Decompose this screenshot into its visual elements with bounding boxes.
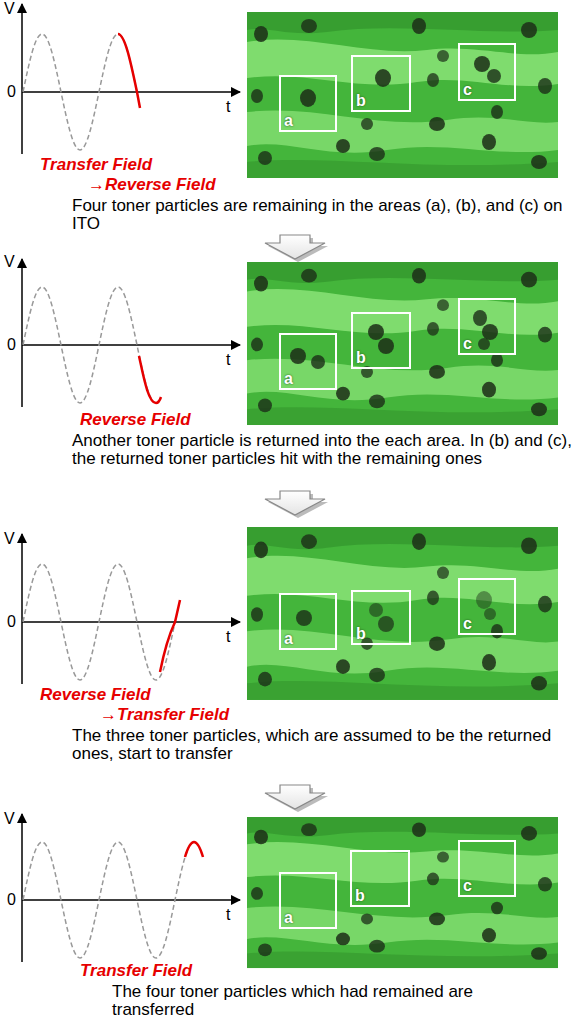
area-letter: b (356, 625, 366, 642)
area-box: a (279, 75, 337, 132)
area-letter: b (355, 887, 365, 904)
area-box: c (458, 298, 516, 355)
area-box: a (279, 333, 337, 390)
area-box: b (350, 850, 410, 907)
axis-label: t (226, 351, 230, 369)
area-box: c (458, 43, 516, 101)
axis-label: 0 (7, 613, 16, 631)
area-box: c (458, 578, 516, 635)
waveform-plot (22, 534, 240, 684)
area-letter: b (356, 349, 366, 366)
area-letter: a (284, 112, 293, 129)
area-letter: c (463, 877, 472, 894)
axis-label: 0 (7, 336, 16, 354)
micrograph (247, 527, 558, 700)
caption: Another toner particle is returned into … (72, 432, 572, 468)
axis-label: V (4, 253, 15, 271)
axis-label: 0 (7, 891, 16, 909)
area-box: b (351, 312, 411, 369)
axis-label: V (4, 0, 15, 18)
axis-label: t (226, 906, 230, 924)
toner-particles (296, 591, 496, 632)
micrograph (247, 262, 558, 425)
caption: The four toner particles which had remai… (112, 983, 552, 1019)
axis-label: t (226, 98, 230, 116)
axis-label: V (4, 530, 15, 548)
step-arrow (265, 785, 328, 812)
axis-label: V (4, 810, 15, 828)
area-letter: c (463, 81, 472, 98)
area-letter: a (284, 370, 293, 387)
axis-label: t (226, 628, 230, 646)
area-box: a (279, 593, 337, 650)
area-letter: c (463, 615, 472, 632)
field-label: Transfer Field (80, 961, 192, 980)
area-letter: a (284, 909, 293, 926)
waveform-plot (22, 259, 240, 407)
micrograph (247, 12, 558, 178)
field-label: Reverse Field (40, 685, 151, 704)
caption: Four toner particles are remaining in th… (72, 197, 572, 233)
area-box: b (351, 55, 411, 112)
axis-label: 0 (7, 83, 16, 101)
area-letter: a (284, 630, 293, 647)
field-label: →Reverse Field (88, 175, 216, 194)
waveform-plot (22, 814, 240, 962)
field-label: →Transfer Field (100, 705, 229, 724)
step-arrow (265, 235, 328, 262)
caption: The three toner particles, which are ass… (72, 727, 572, 763)
area-letter: c (463, 335, 472, 352)
micrograph (247, 817, 558, 968)
waveform-plot (22, 4, 240, 154)
area-letter: b (356, 92, 366, 109)
area-box: a (279, 872, 337, 929)
field-label: Reverse Field (80, 410, 191, 429)
area-box: b (351, 590, 411, 645)
area-box: c (458, 840, 516, 897)
step-arrow (265, 491, 328, 518)
field-label: Transfer Field (40, 155, 152, 174)
toner-particles (290, 310, 498, 369)
